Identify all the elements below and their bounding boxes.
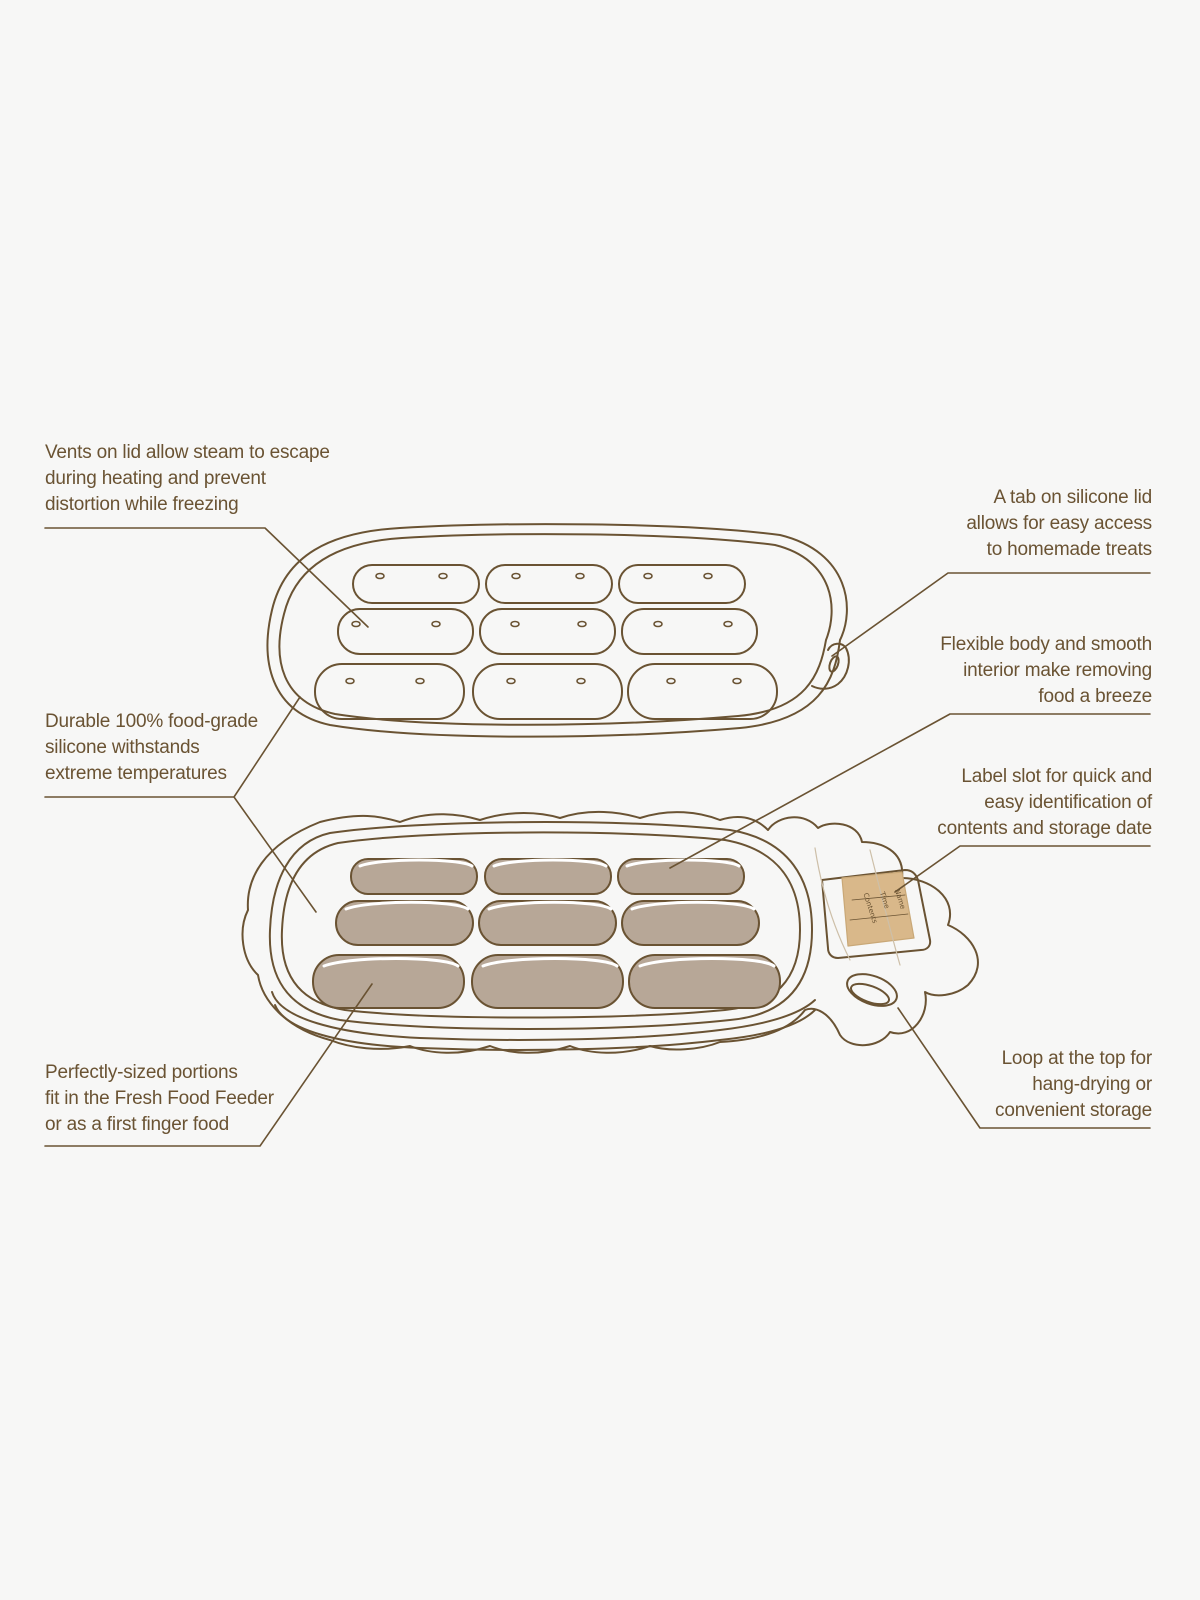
tray-inner-wall xyxy=(280,831,801,1019)
callout-label-slot: Label slot for quick and easy identifica… xyxy=(937,764,1152,842)
lid-compartment xyxy=(485,564,613,604)
callout-line: convenient storage xyxy=(995,1100,1152,1121)
lid-compartment xyxy=(352,564,480,604)
portion-cavity xyxy=(628,954,781,1009)
callout-line: or as a first finger food xyxy=(45,1114,230,1135)
lid-compartment xyxy=(472,663,623,720)
tray-inner-rim xyxy=(268,821,813,1030)
leader-vents xyxy=(44,527,369,628)
callout-line: to homemade treats xyxy=(986,539,1153,560)
callout-silicone: Durable 100% food-grade silicone withsta… xyxy=(45,709,258,787)
lid-compartment xyxy=(621,608,758,655)
lid-compartment xyxy=(314,663,465,720)
portion-cavity xyxy=(617,858,745,895)
tray-outer-outline xyxy=(241,810,979,1054)
portion-cavity xyxy=(471,954,624,1009)
callout-line: hang-drying or xyxy=(1032,1074,1152,1095)
lid-inner-outline xyxy=(278,533,833,726)
callout-line: Perfectly-sized portions xyxy=(45,1062,238,1083)
portion-cavity xyxy=(312,954,465,1009)
leader-lines xyxy=(44,527,1151,1147)
leader-flexible xyxy=(669,713,1151,869)
callout-line: Loop at the top for xyxy=(1001,1048,1153,1069)
callout-line: interior make removing xyxy=(963,660,1152,681)
callout-line: fit in the Fresh Food Feeder xyxy=(45,1088,274,1109)
lid-compartment xyxy=(627,663,778,720)
callout-line: food a breeze xyxy=(1038,686,1152,707)
lid-vents xyxy=(345,572,742,685)
callout-line: Vents on lid allow steam to escape xyxy=(45,442,330,463)
callout-line: Label slot for quick and xyxy=(961,766,1152,787)
callout-line: allows for easy access xyxy=(966,513,1152,534)
callout-flexible: Flexible body and smooth interior make r… xyxy=(940,632,1152,710)
silicone-lid xyxy=(266,523,848,738)
callout-vents: Vents on lid allow steam to escape durin… xyxy=(45,440,330,518)
callout-line: easy identification of xyxy=(984,792,1152,813)
callout-line: silicone withstands xyxy=(45,737,200,758)
callout-loop: Loop at the top for hang-drying or conve… xyxy=(995,1046,1152,1124)
lid-compartment xyxy=(618,564,746,604)
callout-line: A tab on silicone lid xyxy=(993,487,1153,508)
leader-silicone-tray xyxy=(233,796,317,913)
callout-tab: A tab on silicone lid allows for easy ac… xyxy=(966,485,1152,563)
lid-outer-outline xyxy=(266,523,848,738)
tray-portions xyxy=(312,858,781,1009)
portion-cavity xyxy=(350,858,478,895)
leader-loop xyxy=(897,1007,1151,1129)
lid-compartment xyxy=(337,608,474,655)
lid-tab xyxy=(811,642,850,690)
portion-cavity xyxy=(335,900,474,946)
callout-line: during heating and prevent xyxy=(45,468,266,489)
leader-portions xyxy=(44,983,373,1147)
callout-portions: Perfectly-sized portions fit in the Fres… xyxy=(45,1060,274,1138)
callout-line: Flexible body and smooth xyxy=(940,634,1152,655)
callout-line: extreme temperatures xyxy=(45,763,227,784)
leader-tab xyxy=(831,572,1151,657)
hanging-loop xyxy=(846,973,898,1007)
callout-line: distortion while freezing xyxy=(45,494,239,515)
callout-line: contents and storage date xyxy=(937,818,1152,839)
silicone-tray-body xyxy=(241,810,979,1054)
lid-compartment xyxy=(479,608,616,655)
leader-label-slot xyxy=(894,845,1151,893)
lid-tab-hole xyxy=(828,655,840,673)
portion-cavity xyxy=(478,900,617,946)
callout-line: Durable 100% food-grade xyxy=(45,711,258,732)
portion-cavity xyxy=(621,900,760,946)
portion-cavity xyxy=(484,858,612,895)
